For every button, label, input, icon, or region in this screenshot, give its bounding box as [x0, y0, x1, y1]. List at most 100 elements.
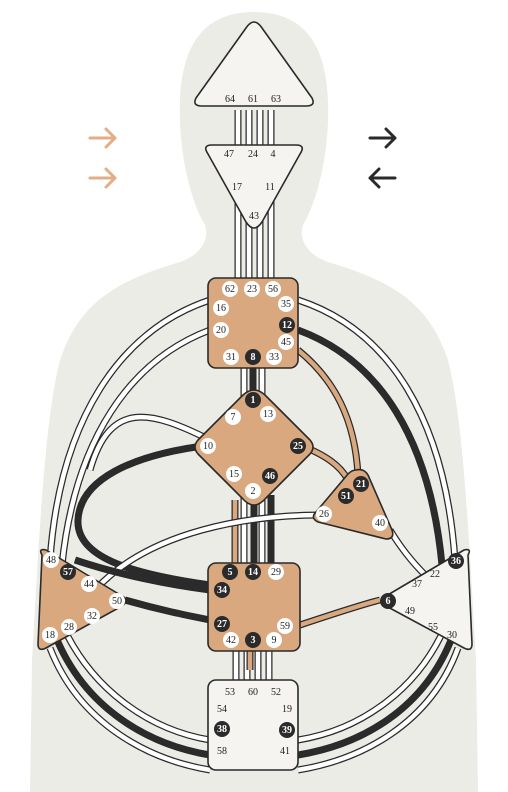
gate-number: 46	[265, 471, 275, 482]
gate-64: 64	[225, 94, 235, 105]
gate-number: 22	[430, 569, 440, 580]
gate-number: 10	[203, 441, 213, 452]
gate-number: 37	[412, 579, 422, 590]
gate-24: 24	[248, 149, 258, 160]
gate-number: 21	[356, 479, 366, 490]
gate-number: 47	[224, 149, 234, 160]
channel-49-19	[297, 618, 452, 744]
gate-58: 58	[217, 746, 227, 757]
gate-59: 59	[277, 618, 293, 634]
channel-10-34	[86, 413, 212, 471]
gate-number: 24	[248, 149, 258, 160]
gate-9: 9	[266, 632, 282, 648]
gate-36: 36	[448, 553, 464, 569]
gate-number: 25	[293, 441, 303, 452]
gate-12: 12	[279, 317, 295, 333]
gate-14: 14	[245, 564, 261, 580]
gate-number: 8	[251, 352, 256, 363]
gate-1: 1	[245, 392, 261, 408]
gate-number: 61	[248, 94, 258, 105]
gate-number: 32	[87, 611, 97, 622]
gate-number: 4	[271, 149, 276, 160]
gate-4: 4	[271, 149, 276, 160]
gate-number: 38	[217, 724, 227, 735]
gate-number: 9	[272, 635, 277, 646]
gate-number: 64	[225, 94, 235, 105]
gate-22: 22	[430, 569, 440, 580]
gate-25: 25	[290, 438, 306, 454]
gate-number: 59	[280, 621, 290, 632]
gate-38: 38	[214, 721, 230, 737]
gate-number: 7	[231, 412, 236, 423]
gate-32: 32	[84, 608, 100, 624]
channel-45-21	[295, 347, 362, 476]
gate-43: 43	[249, 211, 259, 222]
gate-number: 49	[405, 606, 415, 617]
gate-number: 52	[271, 687, 281, 698]
gate-number: 54	[217, 704, 227, 715]
gate-number: 56	[268, 284, 278, 295]
channel-59-6	[298, 596, 381, 629]
gate-52: 52	[271, 687, 281, 698]
gate-48: 48	[43, 552, 59, 568]
head-center	[194, 21, 314, 107]
gate-number: 33	[269, 352, 279, 363]
left-arrow-icon	[368, 167, 397, 189]
gate-number: 63	[271, 94, 281, 105]
gate-2: 2	[245, 483, 261, 499]
gate-number: 34	[217, 585, 227, 596]
gate-number: 39	[282, 725, 292, 736]
gate-number: 31	[226, 352, 236, 363]
centers-layer	[37, 21, 473, 771]
gate-20: 20	[213, 322, 229, 338]
gate-62: 62	[222, 281, 238, 297]
gate-44: 44	[81, 576, 97, 592]
gate-number: 19	[282, 704, 292, 715]
root-center	[207, 679, 299, 771]
channel-32-54	[56, 618, 211, 744]
gate-number: 55	[428, 622, 438, 633]
gate-26: 26	[316, 506, 332, 522]
gate-number: 41	[280, 746, 290, 757]
gate-number: 18	[45, 630, 55, 641]
gate-55: 55	[428, 622, 438, 633]
gate-46: 46	[262, 468, 278, 484]
gate-15: 15	[226, 466, 242, 482]
gate-28: 28	[61, 619, 77, 635]
gate-number: 36	[451, 556, 461, 567]
channel-55-39	[297, 633, 457, 759]
channel-18-58	[46, 646, 211, 774]
ajna-center	[204, 144, 304, 229]
gate-number: 14	[248, 567, 258, 578]
gate-53: 53	[225, 687, 235, 698]
gate-41: 41	[280, 746, 290, 757]
gate-number: 27	[217, 619, 227, 630]
gate-number: 2	[251, 486, 256, 497]
gate-47: 47	[224, 149, 234, 160]
gate-number: 16	[216, 303, 226, 314]
gate-27: 27	[214, 616, 230, 632]
gate-number: 20	[216, 325, 226, 336]
gate-60: 60	[248, 687, 258, 698]
gate-number: 42	[226, 635, 236, 646]
g-center	[194, 389, 314, 506]
gate-33: 33	[266, 349, 282, 365]
right-arrow-icon	[368, 127, 397, 149]
gate-number: 35	[281, 299, 291, 310]
gate-61: 61	[248, 94, 258, 105]
gate-50: 50	[109, 593, 125, 609]
channel-50-27	[124, 596, 211, 624]
gate-5: 5	[222, 564, 238, 580]
gate-19: 19	[282, 704, 292, 715]
gate-42: 42	[223, 632, 239, 648]
gate-31: 31	[223, 349, 239, 365]
gate-number: 6	[386, 596, 391, 607]
right-arrow-icon	[88, 127, 117, 149]
gate-63: 63	[271, 94, 281, 105]
gate-number: 43	[249, 211, 259, 222]
gate-number: 11	[265, 182, 275, 193]
spleen-center	[37, 548, 127, 651]
gate-number: 53	[225, 687, 235, 698]
channel-10-57	[74, 441, 211, 589]
